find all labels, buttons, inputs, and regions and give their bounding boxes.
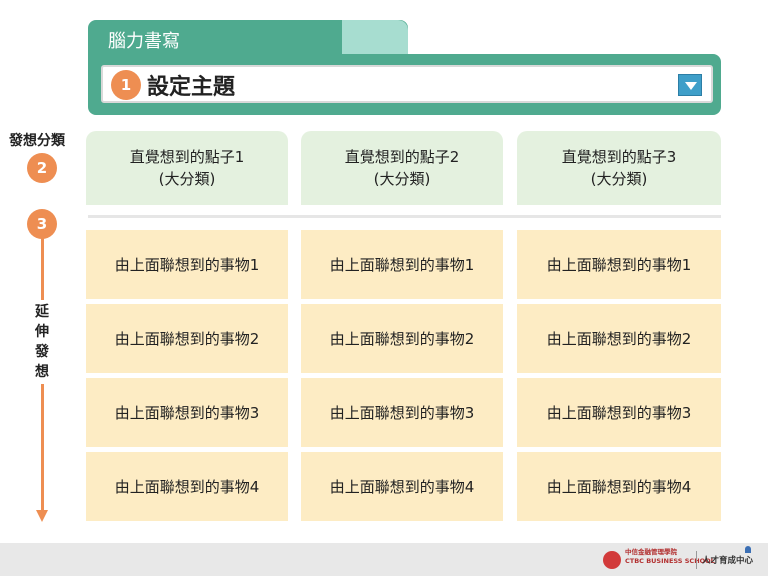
idea-cell[interactable]: 由上面聯想到的事物3: [301, 378, 503, 447]
categorize-label: 發想分類: [9, 133, 65, 149]
person-icon: [745, 546, 751, 553]
category-3-text: 直覺想到的點子3 (大分類): [561, 148, 677, 188]
step-1-badge: 1: [111, 70, 141, 100]
category-1[interactable]: 直覺想到的點子1 (大分類): [86, 131, 288, 205]
ctbc-logo-icon: [603, 551, 621, 569]
divider: [88, 215, 721, 218]
extend-label: 延伸發想: [30, 300, 54, 384]
topic-select[interactable]: [101, 65, 713, 103]
footer-separator: [696, 551, 697, 569]
footer-bar: [0, 543, 768, 576]
category-2-text: 直覺想到的點子2 (大分類): [344, 148, 460, 188]
arrow-down-icon: [36, 510, 48, 522]
category-1-text: 直覺想到的點子1 (大分類): [129, 148, 245, 188]
step-3-badge: 3: [27, 209, 57, 239]
ctbc-logo-text: 中信金融管理學院 CTBC BUSINESS SCHOOL: [625, 548, 715, 566]
idea-cell[interactable]: 由上面聯想到的事物1: [86, 230, 288, 299]
step-2-badge: 2: [27, 153, 57, 183]
idea-cell[interactable]: 由上面聯想到的事物1: [517, 230, 721, 299]
idea-cell[interactable]: 由上面聯想到的事物2: [86, 304, 288, 373]
org-sub: CTBC BUSINESS SCHOOL: [625, 557, 715, 565]
idea-cell[interactable]: 由上面聯想到的事物2: [517, 304, 721, 373]
header-title: 腦力書寫: [108, 31, 180, 52]
idea-cell[interactable]: 由上面聯想到的事物4: [517, 452, 721, 521]
idea-cell[interactable]: 由上面聯想到的事物3: [517, 378, 721, 447]
idea-cell[interactable]: 由上面聯想到的事物2: [301, 304, 503, 373]
header-tab-notch: [342, 20, 408, 56]
idea-cell[interactable]: 由上面聯想到的事物3: [86, 378, 288, 447]
category-3[interactable]: 直覺想到的點子3 (大分類): [517, 131, 721, 205]
idea-cell[interactable]: 由上面聯想到的事物4: [301, 452, 503, 521]
idea-cell[interactable]: 由上面聯想到的事物1: [301, 230, 503, 299]
category-2[interactable]: 直覺想到的點子2 (大分類): [301, 131, 503, 205]
topic-label: 設定主題: [147, 75, 236, 100]
triangle-down-icon[interactable]: [678, 74, 702, 96]
center-name: 人才育成中心: [702, 556, 754, 566]
org-name: 中信金融管理學院: [625, 548, 677, 556]
idea-cell[interactable]: 由上面聯想到的事物4: [86, 452, 288, 521]
